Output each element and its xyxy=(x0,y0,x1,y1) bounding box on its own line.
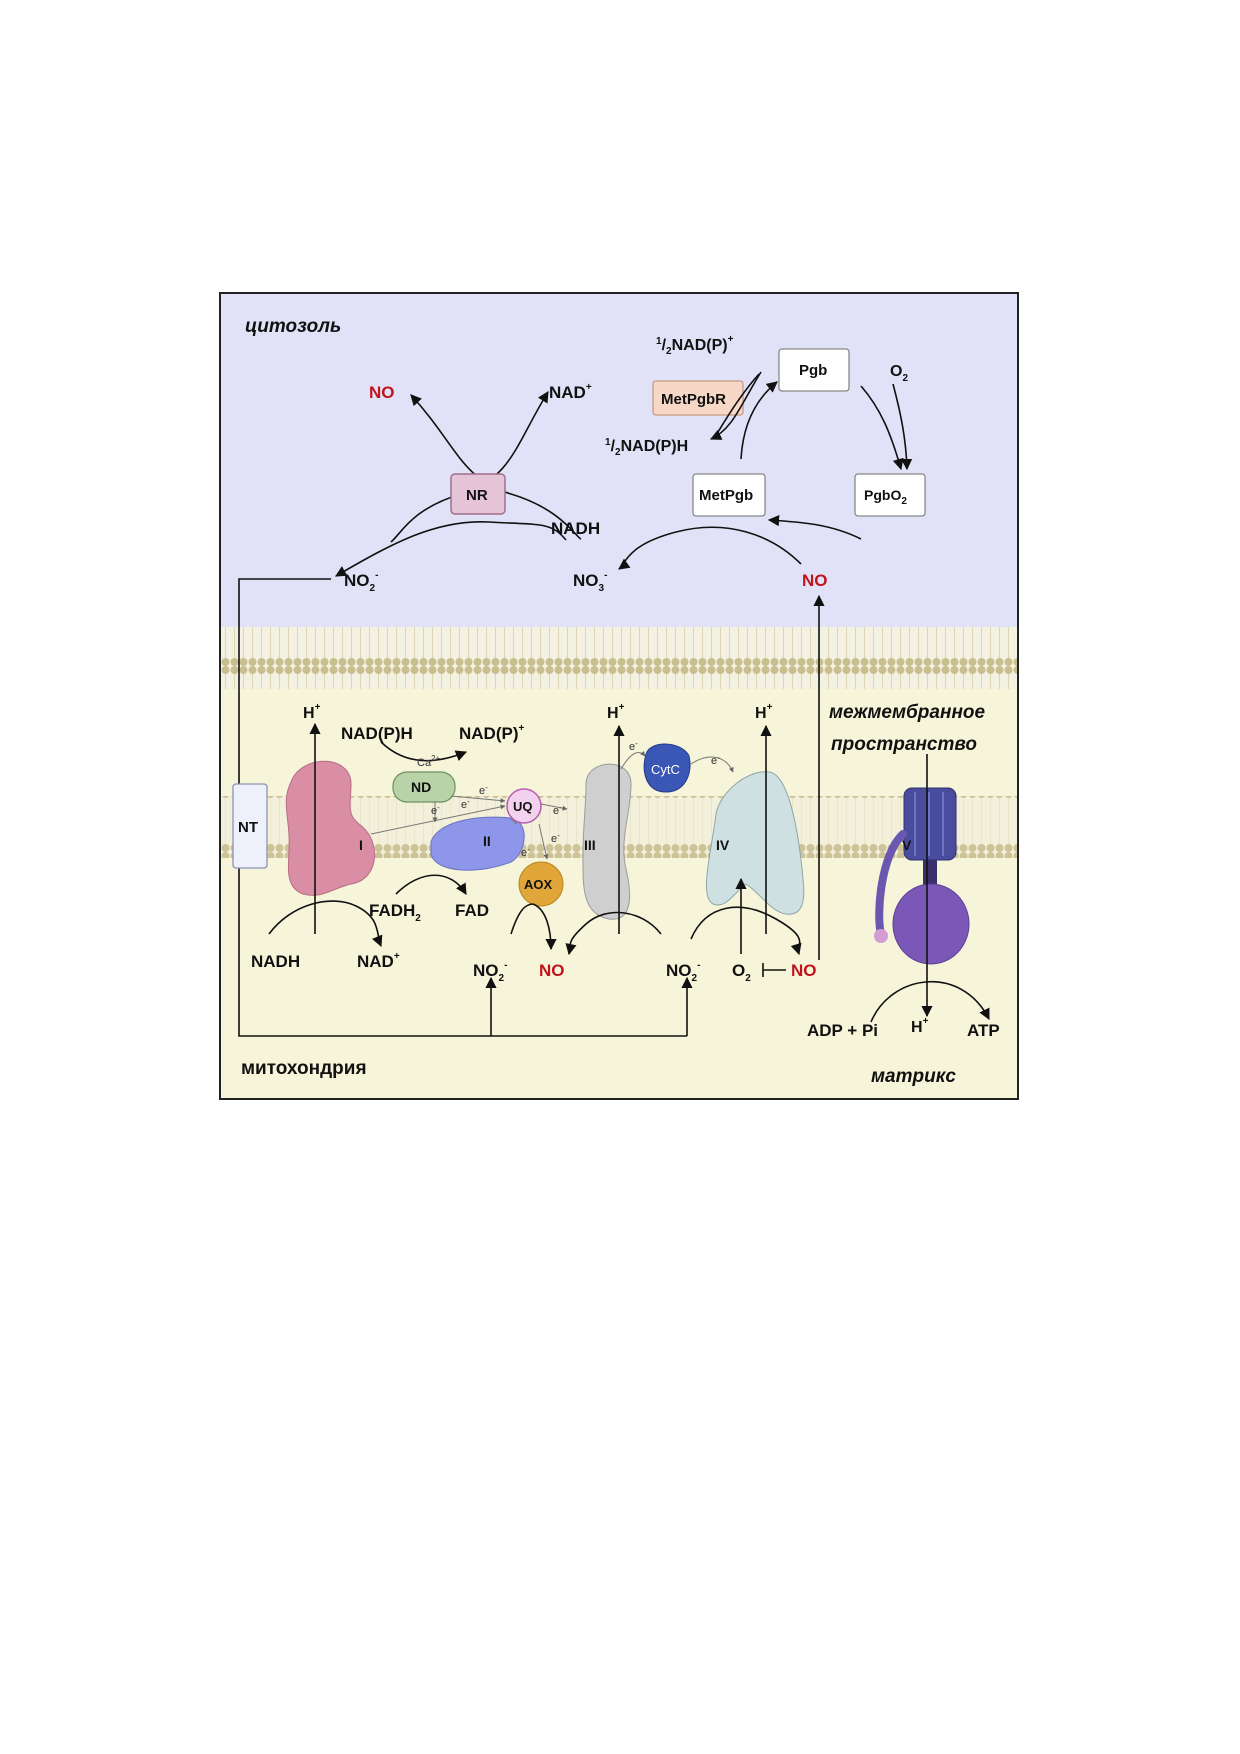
nr-no2-label: NO2- xyxy=(344,570,378,594)
electron-label-1: e- xyxy=(479,783,488,797)
metpgb-box xyxy=(692,473,766,517)
arrow-cofactor-curve xyxy=(717,373,760,433)
nadplus-matrix-label: NAD+ xyxy=(357,951,400,971)
nr-arrow-no2 xyxy=(335,520,567,577)
label-matrix: матрикс xyxy=(871,1066,956,1087)
no-cytosol-label: NO xyxy=(802,571,828,590)
adp-pi-label: ADP + Pi xyxy=(807,1021,878,1040)
metpgbr-label: MetPgbR xyxy=(661,391,726,408)
diagram-canvas: цитозоль межмембранное пространство мито… xyxy=(221,294,1017,1098)
electron-path-nd-uq xyxy=(450,795,506,804)
atp-synthesis-arrow xyxy=(870,981,990,1023)
no-metabolism-diagram: цитозоль межмембранное пространство мито… xyxy=(219,292,1019,1100)
electron-path-cytc-iv xyxy=(690,756,734,773)
complex-iv-label: IV xyxy=(716,837,730,853)
no2-to-aox-curve xyxy=(510,903,534,935)
arrow-nadph-oxidation xyxy=(709,371,762,440)
complex-v-hplus: H+ xyxy=(911,1016,929,1036)
fad-label: FAD xyxy=(455,901,489,920)
pgbo2-box xyxy=(854,473,926,517)
complex-ii xyxy=(430,816,525,871)
complex-v-f1 xyxy=(892,883,970,965)
complex-i-hplus: H+ xyxy=(303,702,321,722)
ca2-label: Ca2+ xyxy=(417,754,441,769)
electron-label-2: e- xyxy=(431,803,440,817)
nadh-matrix-label: NADH xyxy=(251,952,300,971)
complex-v-peripheral-stalk xyxy=(875,830,907,938)
electron-path-ii-uq xyxy=(510,818,518,825)
o2-matrix-label: O2 xyxy=(732,961,751,984)
label-intermembrane-2: пространство xyxy=(831,734,977,755)
nr-enzyme-box xyxy=(450,473,506,515)
arrow-metpgb-to-pgb xyxy=(740,381,778,460)
arrow-pgb-to-pgbo2 xyxy=(860,385,904,471)
nadph-label: NAD(P)H xyxy=(341,724,413,743)
atp-label: ATP xyxy=(967,1021,1000,1040)
no3-label: NO3- xyxy=(573,570,607,594)
electron-path-iii-cytc xyxy=(620,750,646,770)
fadh2-label: FADH2 xyxy=(369,901,421,924)
no-matrix-label-2: NO xyxy=(791,961,817,980)
no-matrix-label-1: NO xyxy=(539,961,565,980)
nt-label: NT xyxy=(238,819,258,836)
complex-iii-hplus: H+ xyxy=(607,702,625,722)
complex-v-label: V xyxy=(902,837,912,853)
complex-i xyxy=(285,760,375,896)
uq-pool xyxy=(506,788,542,824)
complex-ii-label: II xyxy=(483,833,491,849)
electron-label-6: e- xyxy=(553,803,562,817)
electron-label-8: e- xyxy=(711,753,720,767)
aox-enzyme xyxy=(518,861,564,907)
nr-no-label: NO xyxy=(369,383,395,402)
nt-transporter xyxy=(232,783,268,869)
complex-iv-hplus: H+ xyxy=(755,702,773,722)
label-intermembrane-1: межмембранное xyxy=(829,702,986,723)
label-mitochondria: митохондрия xyxy=(241,1058,367,1079)
nr-nadh-label: NADH xyxy=(551,519,600,538)
nr-nadplus-label: NAD+ xyxy=(549,382,592,402)
electron-label-4: e- xyxy=(521,845,530,859)
pgb-box xyxy=(778,348,850,392)
aox-label: AOX xyxy=(524,877,553,892)
complex-v-stalk-end xyxy=(874,929,888,943)
nd-enzyme xyxy=(392,771,456,803)
metpgb-label: MetPgb xyxy=(699,487,753,504)
no2-matrix-label-2: NO2- xyxy=(666,960,700,984)
uq-label: UQ xyxy=(513,799,533,814)
electron-path-uq-aox xyxy=(538,823,549,860)
electron-label-7: e- xyxy=(629,739,638,753)
iv-no-arrow xyxy=(690,906,802,956)
complex-iv xyxy=(705,771,805,915)
nadpplus-label: NAD(P)+ xyxy=(459,723,525,743)
nadph-oxidation-arrow xyxy=(380,741,468,762)
complex-i-label: I xyxy=(359,837,363,853)
nr-enzyme-label: NR xyxy=(466,487,488,504)
arrow-pgbo2-to-metpgb xyxy=(767,515,862,540)
cytosol-area xyxy=(221,294,1017,629)
o2-cytosol-label: O2 xyxy=(890,363,908,384)
electron-path-i-uq xyxy=(370,804,506,835)
half-nadp-plus-label: 1/2NAD(P)+ xyxy=(656,334,734,357)
fadh2-oxidation-arrow xyxy=(395,874,467,895)
metpgbr-box xyxy=(652,380,744,416)
nd-label: ND xyxy=(411,779,431,795)
electron-label-3: e- xyxy=(461,797,470,811)
half-nadph-label: 1/2NAD(P)H xyxy=(605,437,688,458)
pgbo2-label: PgbO2 xyxy=(864,487,907,507)
label-cytosol: цитозоль xyxy=(245,316,341,337)
no2-matrix-label-1: NO2- xyxy=(473,960,507,984)
aox-no-arrow xyxy=(532,903,557,951)
electron-path-uq-iii xyxy=(540,803,568,811)
arrow-o2-binding xyxy=(892,383,913,471)
arrow-no-to-no3 xyxy=(618,526,802,570)
outer-membrane-lipids xyxy=(221,627,1017,689)
cytc-label: CytC xyxy=(651,762,680,777)
iii-no-arrow xyxy=(565,911,662,956)
nadh-oxidation-arrow-i xyxy=(268,900,383,948)
complex-iii-label: III xyxy=(584,837,596,853)
pgb-label: Pgb xyxy=(799,362,827,379)
electron-label-5: e- xyxy=(551,831,560,845)
cytc xyxy=(643,743,691,793)
